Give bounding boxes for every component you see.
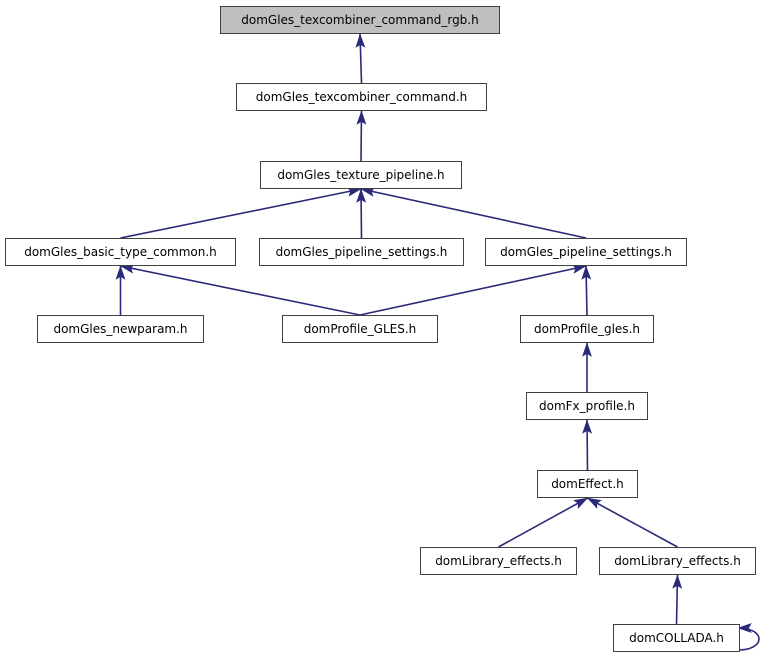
- graph-node[interactable]: domGles_texture_pipeline.h: [260, 161, 462, 189]
- graph-edge: [356, 188, 367, 239]
- graph-node-label: domEffect.h: [551, 477, 624, 491]
- graph-node[interactable]: domLibrary_effects.h: [420, 547, 577, 575]
- graph-node-label: domLibrary_effects.h: [435, 554, 562, 568]
- graph-node-label: domGles_basic_type_common.h: [24, 245, 217, 259]
- graph-node[interactable]: domGles_pipeline_settings.h: [485, 238, 687, 266]
- graph-node[interactable]: domProfile_gles.h: [520, 315, 654, 343]
- graph-edge: [360, 187, 587, 239]
- graph-node-label: domGles_newparam.h: [53, 322, 188, 336]
- graph-node-label: domProfile_gles.h: [534, 322, 640, 336]
- graph-node-label: domCOLLADA.h: [629, 631, 724, 645]
- graph-node[interactable]: domLibrary_effects.h: [599, 547, 756, 575]
- graph-node-label: domGles_pipeline_settings.h: [275, 245, 448, 259]
- graph-edge: [119, 263, 361, 316]
- graph-edge: [359, 264, 587, 316]
- graph-node-label: domGles_texcombiner_command.h: [255, 90, 468, 104]
- graph-edge: [356, 110, 367, 162]
- graph-node[interactable]: domGles_texcombiner_command.h: [236, 83, 487, 111]
- graph-node[interactable]: domGles_pipeline_settings.h: [259, 238, 464, 266]
- graph-edge: [120, 186, 362, 239]
- graph-node-label: domGles_pipeline_settings.h: [500, 245, 672, 259]
- graph-node[interactable]: domFx_profile.h: [526, 392, 648, 420]
- graph-node-label: domGles_texture_pipeline.h: [277, 168, 445, 182]
- graph-node-label: domGles_texcombiner_command_rgb.h: [241, 13, 479, 27]
- graph-node-label: domFx_profile.h: [539, 399, 635, 413]
- graph-node[interactable]: domEffect.h: [537, 470, 638, 498]
- graph-node-label: domProfile_GLES.h: [303, 322, 417, 336]
- graph-edge-self-loop: [737, 623, 760, 651]
- graph-node[interactable]: domProfile_GLES.h: [282, 315, 438, 343]
- graph-node[interactable]: domGles_texcombiner_command_rgb.h: [220, 6, 500, 34]
- graph-node-label: domLibrary_effects.h: [614, 554, 741, 568]
- graph-edge: [498, 497, 589, 548]
- graph-edge: [586, 497, 678, 548]
- graph-node[interactable]: domGles_newparam.h: [37, 315, 204, 343]
- graph-node[interactable]: domCOLLADA.h: [613, 624, 740, 652]
- graph-edge: [355, 33, 366, 84]
- graph-node[interactable]: domGles_basic_type_common.h: [5, 238, 236, 266]
- graph-edge: [582, 419, 593, 471]
- graph-edge: [581, 265, 592, 316]
- graph-edge: [672, 574, 683, 625]
